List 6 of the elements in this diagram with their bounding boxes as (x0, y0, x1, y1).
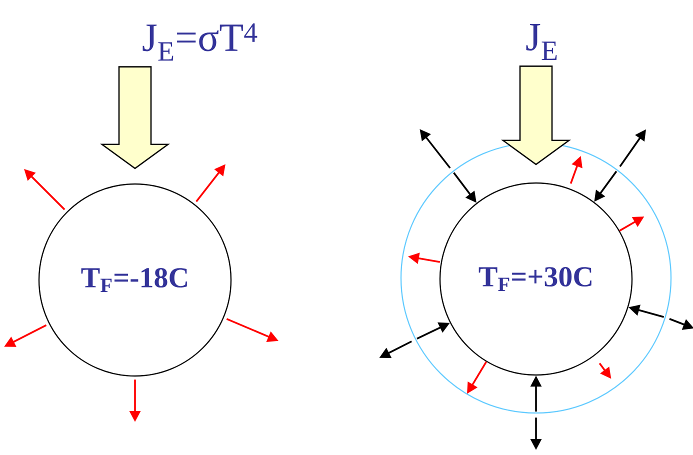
formula-label: J$_{E}$=σT$^{4}$ (142, 23, 258, 61)
arrow (669, 318, 693, 330)
formula-label: J$_{E}$ (526, 24, 557, 60)
atmosphere-circle (400, 142, 672, 414)
block-arrow (501, 66, 571, 166)
block-arrow (100, 66, 170, 170)
